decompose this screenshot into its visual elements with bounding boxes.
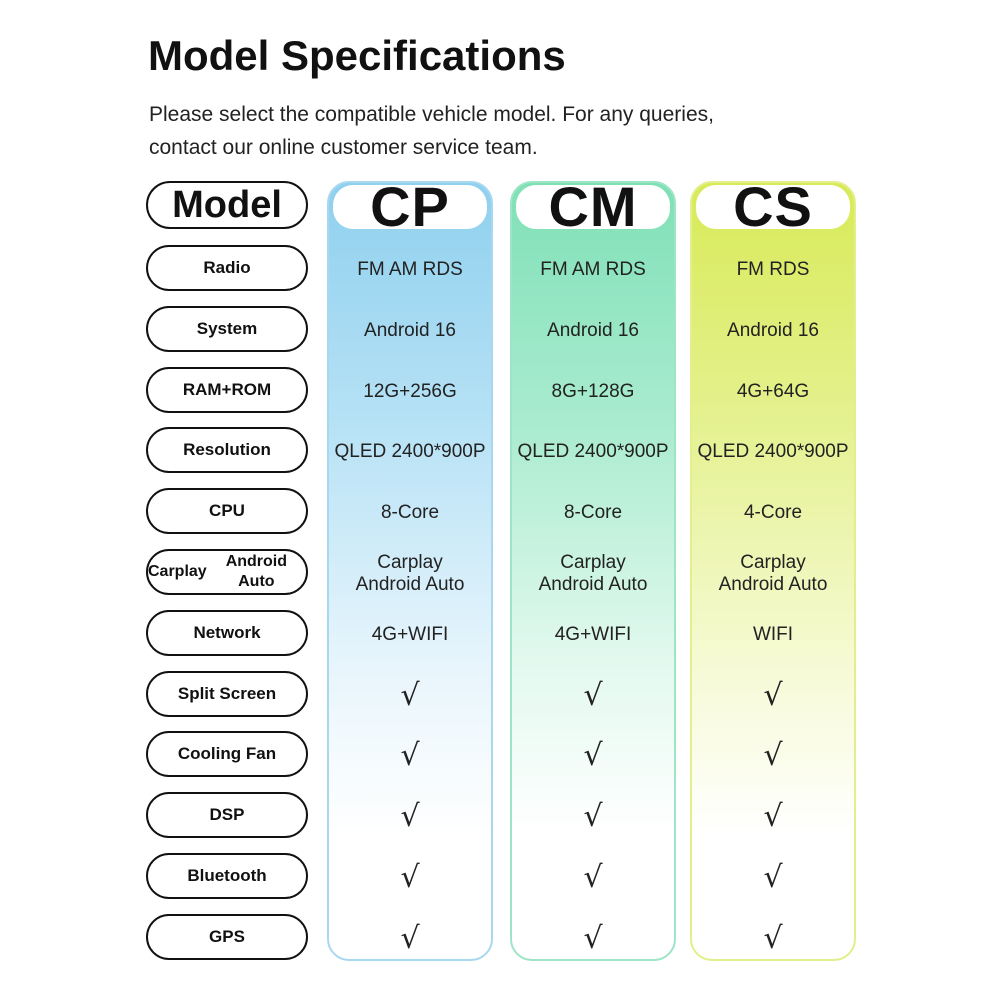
page-title: Model Specifications	[148, 32, 566, 79]
row-label-cooling-fan: Cooling Fan	[146, 731, 308, 777]
row-label-dsp: DSP	[146, 792, 308, 838]
check-mark-cooling-fan: √	[400, 738, 420, 773]
check-mark-split-screen: √	[763, 678, 783, 713]
row-label-radio: Radio	[146, 245, 308, 291]
spec-value-line: Android Auto	[538, 574, 648, 595]
check-mark-gps: √	[400, 921, 420, 956]
row-label-system: System	[146, 306, 308, 352]
spec-value-system: Android 16	[547, 320, 639, 341]
row-label-resolution: Resolution	[146, 427, 308, 473]
check-mark-cooling-fan: √	[583, 738, 603, 773]
spec-value-network: WIFI	[752, 624, 794, 645]
spec-value-line: Android Auto	[718, 574, 828, 595]
check-mark-split-screen: √	[583, 678, 603, 713]
row-label-ram-rom: RAM+ROM	[146, 367, 308, 413]
row-label-cpu: CPU	[146, 488, 308, 534]
intro-text: Please select the compatible vehicle mod…	[149, 98, 849, 164]
model-name-cp: CP	[333, 179, 487, 235]
row-label-line: Carplay	[148, 563, 207, 580]
spec-value-cpu: 4-Core	[743, 502, 803, 523]
check-mark-split-screen: √	[400, 678, 420, 713]
model-column-cp: CP FM AM RDS Android 16 12G+256G QLED 2400*…	[327, 179, 493, 961]
spec-value-system: Android 16	[364, 320, 456, 341]
check-mark-dsp: √	[583, 799, 603, 834]
spec-value-cpu: 8-Core	[380, 502, 440, 523]
spec-value-resolution: QLED 2400*900P	[517, 441, 669, 462]
spec-value-radio: FM AM RDS	[357, 259, 463, 280]
check-mark-dsp: √	[400, 799, 420, 834]
spec-value-line: Android Auto	[355, 574, 465, 595]
intro-line: Please select the compatible vehicle mod…	[149, 103, 714, 126]
spec-value-ram-rom: 4G+64G	[736, 381, 810, 402]
spec-value-resolution: QLED 2400*900P	[697, 441, 849, 462]
spec-value-network: 4G+WIFI	[554, 624, 632, 645]
intro-line: contact our online customer service team…	[149, 136, 538, 159]
check-mark-bluetooth: √	[763, 860, 783, 895]
model-header-label: Model	[146, 181, 308, 229]
spec-value-radio: FM AM RDS	[540, 259, 646, 280]
spec-value-line: Carplay	[740, 552, 806, 573]
spec-value-line: Carplay	[377, 552, 443, 573]
check-mark-bluetooth: √	[400, 860, 420, 895]
spec-value-cpu: 8-Core	[563, 502, 623, 523]
check-mark-dsp: √	[763, 799, 783, 834]
spec-value-radio: FM RDS	[736, 259, 810, 280]
check-mark-bluetooth: √	[583, 860, 603, 895]
row-label-bluetooth: Bluetooth	[146, 853, 308, 899]
spec-value-network: 4G+WIFI	[371, 624, 449, 645]
check-mark-cooling-fan: √	[763, 738, 783, 773]
row-label-line: Android Auto	[225, 553, 288, 590]
model-column-cs: CS FM RDS Android 16 4G+64G QLED 2400*900P 4…	[690, 179, 856, 961]
row-label-network: Network	[146, 610, 308, 656]
check-mark-gps: √	[763, 921, 783, 956]
row-label-carplay-android-auto: Carplay Android Auto	[146, 549, 308, 595]
spec-value-ram-rom: 8G+128G	[551, 381, 635, 402]
spec-value-resolution: QLED 2400*900P	[334, 441, 486, 462]
model-name-cs: CS	[696, 179, 850, 235]
spec-value-ram-rom: 12G+256G	[363, 381, 457, 402]
row-label-split-screen: Split Screen	[146, 671, 308, 717]
model-column-cm: CM FM AM RDS Android 16 8G+128G QLED 2400*9…	[510, 179, 676, 961]
spec-value-system: Android 16	[727, 320, 819, 341]
check-mark-gps: √	[583, 921, 603, 956]
model-name-cm: CM	[516, 179, 670, 235]
row-label-gps: GPS	[146, 914, 308, 960]
spec-value-line: Carplay	[560, 552, 626, 573]
